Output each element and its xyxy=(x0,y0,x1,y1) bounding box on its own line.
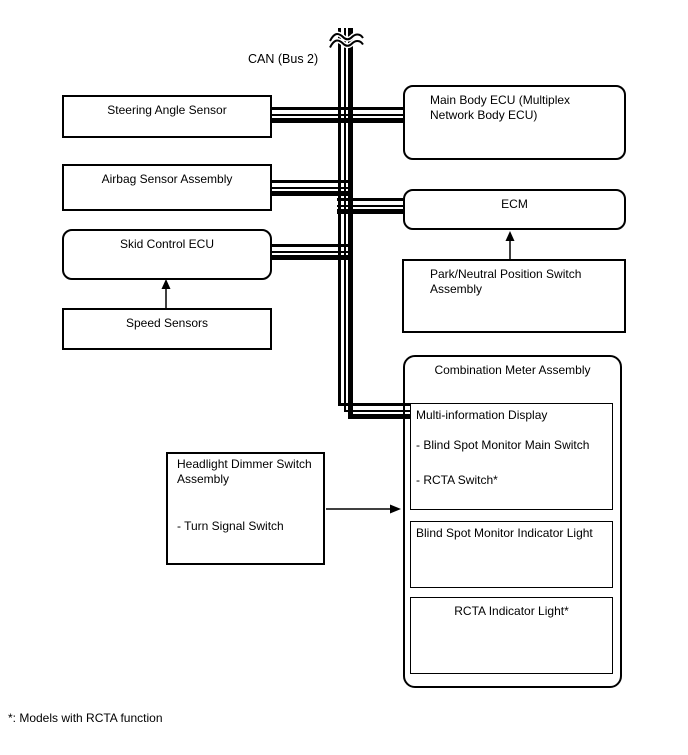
node-combination-meter-assembly: Combination Meter Assembly xyxy=(403,355,622,688)
node-label: Blind Spot Monitor Indicator Light xyxy=(416,526,593,540)
node-title: Multi-information Display xyxy=(416,408,548,422)
footnote: *: Models with RCTA function xyxy=(8,711,163,725)
node-item: - RCTA Switch* xyxy=(416,473,498,487)
node-park-neutral-position-switch: Park/Neutral Position Switch Assembly xyxy=(402,259,626,333)
can-bus-trunk xyxy=(338,28,410,419)
node-label: RCTA Indicator Light* xyxy=(454,604,569,618)
node-airbag-sensor-assembly: Airbag Sensor Assembly xyxy=(62,164,272,211)
node-label: ECM xyxy=(501,197,528,211)
node-blind-spot-monitor-indicator-light: Blind Spot Monitor Indicator Light xyxy=(410,521,613,588)
bundle-skid-to-bus xyxy=(272,244,353,260)
node-ecm: ECM xyxy=(403,189,626,230)
bundle-steering-to-main-body xyxy=(272,107,403,123)
bundle-airbag-to-bus xyxy=(272,180,353,196)
node-label: Steering Angle Sensor xyxy=(107,103,227,117)
node-main-body-ecu: Main Body ECU (Multiplex Network Body EC… xyxy=(403,85,626,160)
node-label: Speed Sensors xyxy=(125,316,209,330)
node-skid-control-ecu: Skid Control ECU xyxy=(62,229,272,280)
node-item: - Turn Signal Switch xyxy=(177,519,284,533)
can-bus-label: CAN (Bus 2) xyxy=(248,52,319,66)
node-headlight-dimmer-switch-assembly: Headlight Dimmer Switch Assembly - Turn … xyxy=(166,452,325,565)
node-label: Park/Neutral Position Switch Assembly xyxy=(430,267,582,296)
node-speed-sensors: Speed Sensors xyxy=(62,308,272,350)
arrow-headlight-to-combination-meter xyxy=(326,504,401,514)
node-label: Airbag Sensor Assembly xyxy=(101,172,233,186)
node-steering-angle-sensor: Steering Angle Sensor xyxy=(62,95,272,138)
node-title: Headlight Dimmer Switch Assembly xyxy=(177,457,312,486)
arrow-speed-to-skid xyxy=(161,279,171,308)
bus-break-symbol xyxy=(327,31,366,49)
node-multi-information-display: Multi-information Display - Blind Spot M… xyxy=(410,403,613,510)
node-label: Skid Control ECU xyxy=(119,237,215,251)
node-rcta-indicator-light: RCTA Indicator Light* xyxy=(410,597,613,674)
arrow-park-neutral-to-ecm xyxy=(505,231,515,259)
bundle-bus-to-ecm xyxy=(337,198,403,214)
node-item: - Blind Spot Monitor Main Switch xyxy=(416,438,590,452)
group-title: Combination Meter Assembly xyxy=(434,363,591,377)
node-label: Main Body ECU (Multiplex Network Body EC… xyxy=(430,93,571,122)
